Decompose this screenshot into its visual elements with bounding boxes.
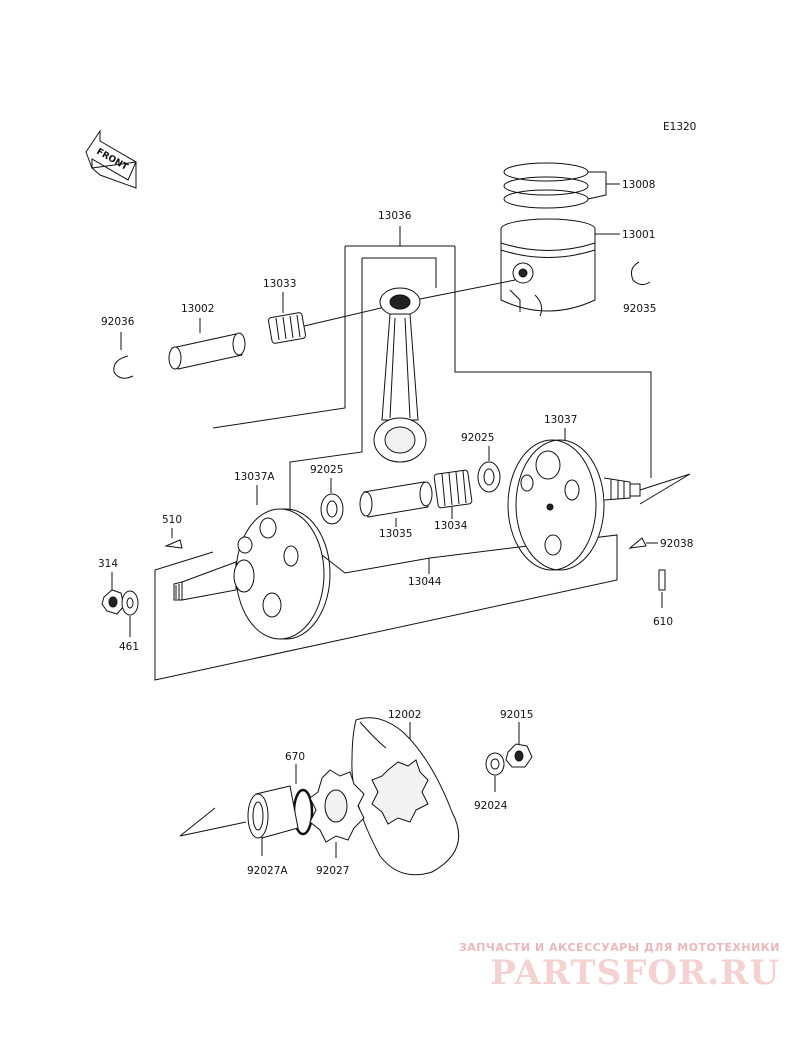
- needle-bearing-big: [433, 469, 473, 509]
- piston-pin: [168, 332, 246, 370]
- part-92024-label: 92024: [474, 800, 508, 812]
- part-13044-label: 13044: [408, 576, 442, 588]
- part-13001-label: 13001: [622, 229, 655, 241]
- part-13033-label: 13033: [263, 278, 296, 290]
- key-right: [628, 537, 647, 549]
- part-13037a-label: 13037A: [234, 471, 275, 483]
- part-92025a-label: 92025: [310, 464, 343, 476]
- part-610-label: 610: [653, 616, 673, 628]
- part-461-label: 461: [119, 641, 139, 653]
- connecting-rod: [373, 287, 427, 463]
- part-92027a-label: 92027A: [247, 865, 288, 877]
- nut-and-washer: [485, 743, 533, 776]
- part-13035-label: 13035: [379, 528, 412, 540]
- part-92025b-label: 92025: [461, 432, 494, 444]
- part-92035-label: 92035: [623, 303, 656, 315]
- watermark: ЗАПЧАСТИ И АКСЕССУАРЫ ДЛЯ МОТОТЕХНИКИ PA…: [459, 941, 780, 992]
- part-510-label: 510: [162, 514, 182, 526]
- watermark-tagline: ЗАПЧАСТИ И АКСЕССУАРЫ ДЛЯ МОТОТЕХНИКИ: [458, 941, 780, 954]
- front-arrow-icon: FRONT: [85, 129, 137, 189]
- watermark-logo: PARTSFOR.RU: [490, 953, 780, 993]
- sprocket-gear: [309, 769, 365, 843]
- crank-half-right: [507, 439, 641, 571]
- circlip-left: [113, 355, 134, 379]
- crank-half-left: [173, 508, 331, 640]
- spacer-collar: [247, 785, 299, 839]
- part-670-label: 670: [285, 751, 305, 763]
- thrust-washer-left: [320, 493, 344, 525]
- thrust-washer-right: [477, 461, 501, 493]
- piston-rings: [503, 162, 589, 209]
- piston: [500, 218, 596, 317]
- diagram-code: E1320: [663, 121, 696, 133]
- crank-nut: [101, 589, 139, 616]
- part-13002-label: 13002: [181, 303, 214, 315]
- woodruff-key: [164, 539, 183, 549]
- part-12002-label: 12002: [388, 709, 421, 721]
- part-13037-label: 13037: [544, 414, 577, 426]
- circlip-right: [631, 261, 651, 286]
- part-92015-label: 92015: [500, 709, 533, 721]
- part-13034-label: 13034: [434, 520, 468, 532]
- part-92038-label: 92038: [660, 538, 693, 550]
- dowel-pin: [658, 569, 666, 591]
- part-314-label: 314: [98, 558, 118, 570]
- part-92036-label: 92036: [101, 316, 135, 328]
- part-92027-label: 92027: [316, 865, 349, 877]
- part-13008-label: 13008: [622, 179, 655, 191]
- crank-pin: [359, 481, 433, 518]
- primary-gear-plate: [351, 717, 460, 876]
- needle-bearing-small: [267, 312, 307, 344]
- part-13036-label: 13036: [378, 210, 412, 222]
